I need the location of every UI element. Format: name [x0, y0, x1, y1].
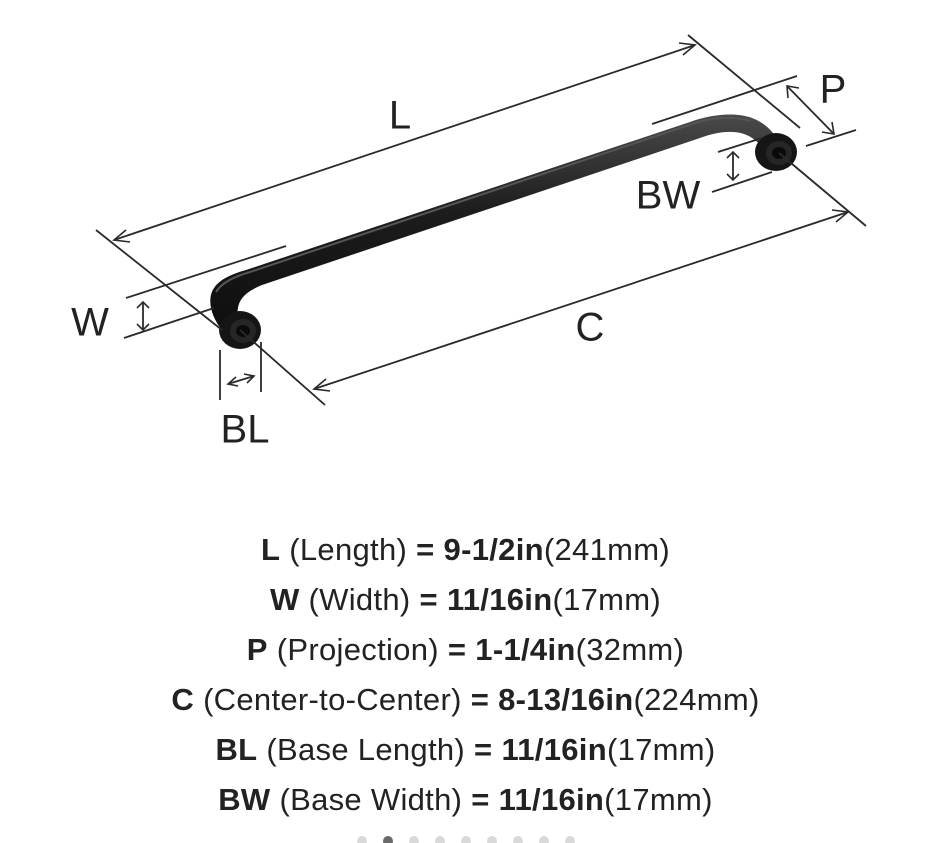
label-l: L: [389, 94, 411, 138]
spec-row: P(Projection)=1-1/4in(32mm): [0, 625, 931, 675]
spec-name: (Base Width): [279, 782, 463, 817]
label-c: C: [576, 306, 605, 350]
image-carousel-pagination: [0, 836, 931, 843]
spec-name: (Width): [308, 582, 411, 617]
spec-metric-value: (17mm): [604, 782, 713, 817]
spec-equals: =: [419, 582, 438, 617]
spec-equals: =: [416, 532, 435, 567]
spec-imperial-value: 11/16in: [501, 732, 607, 767]
cabinet-pull-handle: [210, 114, 797, 349]
dimension-width: W: [71, 245, 287, 345]
spec-equals: =: [447, 632, 467, 667]
specification-list: L(Length)=9-1/2in(241mm)W(Width)=11/16in…: [0, 525, 931, 825]
spec-code: BL: [215, 732, 258, 767]
spec-code: C: [171, 682, 195, 717]
label-bl: BL: [221, 408, 270, 452]
spec-imperial-value: 11/16in: [498, 782, 605, 817]
spec-row: L(Length)=9-1/2in(241mm): [0, 525, 931, 575]
spec-metric-value: (32mm): [575, 632, 685, 667]
pagination-dot[interactable]: [356, 836, 367, 843]
spec-equals: =: [474, 732, 493, 767]
spec-name: (Center-to-Center): [203, 682, 462, 717]
pagination-dot[interactable]: [460, 836, 471, 843]
pagination-dot[interactable]: [538, 836, 549, 843]
spec-code: W: [269, 582, 300, 617]
label-w: W: [71, 301, 109, 345]
pagination-dot[interactable]: [512, 836, 523, 843]
spec-code: BW: [218, 782, 271, 817]
spec-name: (Projection): [276, 632, 439, 667]
spec-imperial-value: 8-13/16in: [498, 682, 634, 717]
spec-metric-value: (17mm): [552, 582, 662, 617]
pagination-dot[interactable]: [382, 836, 393, 843]
spec-equals: =: [471, 782, 490, 817]
spec-code: P: [246, 632, 268, 667]
spec-row: C(Center-to-Center)=8-13/16in(224mm): [0, 675, 931, 725]
spec-metric-value: (224mm): [633, 682, 760, 717]
pagination-dot[interactable]: [564, 836, 575, 843]
spec-row: W(Width)=11/16in(17mm): [0, 575, 931, 625]
label-bw: BW: [636, 174, 701, 218]
spec-imperial-value: 9-1/2in: [443, 532, 544, 567]
dimension-base-width: BW: [636, 137, 773, 218]
dimension-center-to-center: C: [239, 152, 867, 406]
dimension-base-length: BL: [219, 342, 270, 452]
spec-code: L: [261, 532, 281, 567]
spec-imperial-value: 11/16in: [446, 582, 553, 617]
dimension-diagram: L P BW W C: [71, 34, 867, 452]
spec-imperial-value: 1-1/4in: [475, 632, 576, 667]
spec-metric-value: (241mm): [543, 532, 670, 567]
spec-name: (Base Length): [266, 732, 466, 767]
spec-row: BW(Base Width)=11/16in(17mm): [0, 775, 931, 825]
pagination-dot[interactable]: [486, 836, 497, 843]
spec-metric-value: (17mm): [606, 732, 716, 767]
label-p: P: [820, 68, 847, 112]
dimension-projection: P: [651, 68, 857, 147]
pagination-dot[interactable]: [408, 836, 419, 843]
pagination-dot[interactable]: [434, 836, 445, 843]
dimension-length: L: [95, 34, 801, 331]
spec-equals: =: [470, 682, 490, 717]
handle-highlight: [215, 116, 751, 293]
handle-bar: [210, 114, 782, 332]
spec-name: (Length): [289, 532, 408, 567]
spec-row: BL(Base Length)=11/16in(17mm): [0, 725, 931, 775]
